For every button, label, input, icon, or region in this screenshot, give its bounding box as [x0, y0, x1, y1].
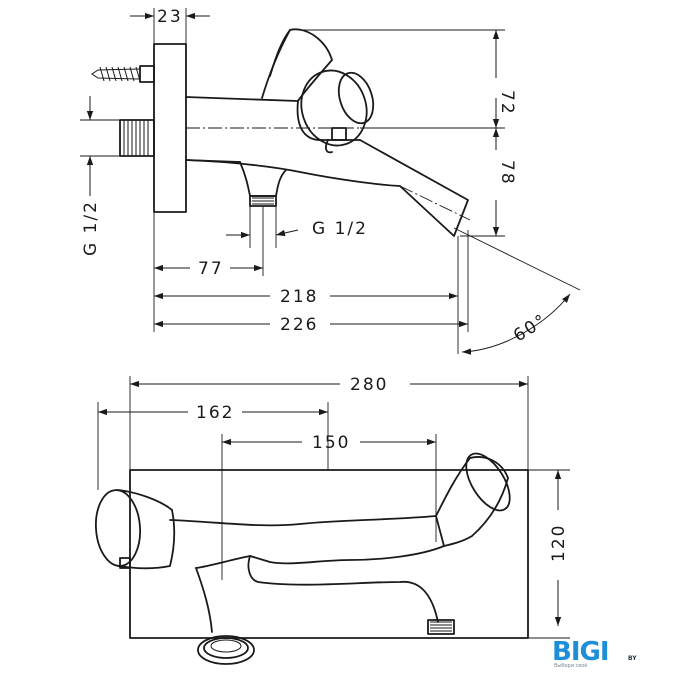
dim-g-bottom-label: G 1/2	[312, 219, 368, 239]
dim-angle-label: 60°	[510, 310, 551, 346]
dim-226-label: 226	[280, 315, 318, 335]
dim-g-left: G 1/2	[80, 96, 120, 256]
dim-78-label: 78	[497, 160, 517, 186]
inlet-nipple	[119, 119, 155, 157]
dim-77-label: 77	[198, 259, 224, 279]
dim-218-label: 218	[280, 287, 318, 307]
front-lever-left	[94, 489, 176, 570]
wall-plate	[153, 43, 187, 213]
dim-150-label: 150	[312, 433, 350, 453]
mixer-body	[185, 96, 469, 237]
dim-angle: 60°	[453, 227, 581, 355]
dim-280-label: 280	[350, 375, 388, 395]
brand-logo-suffix: BY	[628, 655, 637, 662]
knob-front	[300, 69, 375, 154]
dim-g-left-label: G 1/2	[81, 200, 101, 256]
dim-162-label: 162	[196, 403, 234, 423]
dim-120-label: 120	[549, 524, 569, 562]
dim-23-label: 23	[157, 7, 183, 27]
dim-horizontal-side: 77 218 226	[153, 206, 469, 354]
front-view	[94, 452, 529, 665]
front-wall-plate	[129, 469, 529, 639]
wall-screw	[91, 65, 155, 83]
side-view	[91, 28, 500, 237]
front-outlet-right	[427, 619, 455, 635]
dim-front: 280 162 150 120	[97, 375, 570, 639]
front-outlet-left	[197, 635, 255, 665]
brand-logo-text: BIGI	[552, 637, 609, 667]
brand-logo: BIGI BY Выбери своё	[552, 637, 637, 669]
dim-72-label: 72	[497, 90, 517, 116]
front-lever-right	[435, 452, 511, 547]
dim-23: 23	[130, 7, 210, 44]
brand-logo-tagline: Выбери своё	[554, 663, 587, 669]
dim-g-bottom: G 1/2	[226, 206, 368, 248]
dim-vertical-right: 72 78	[300, 29, 517, 237]
front-body	[169, 515, 445, 569]
